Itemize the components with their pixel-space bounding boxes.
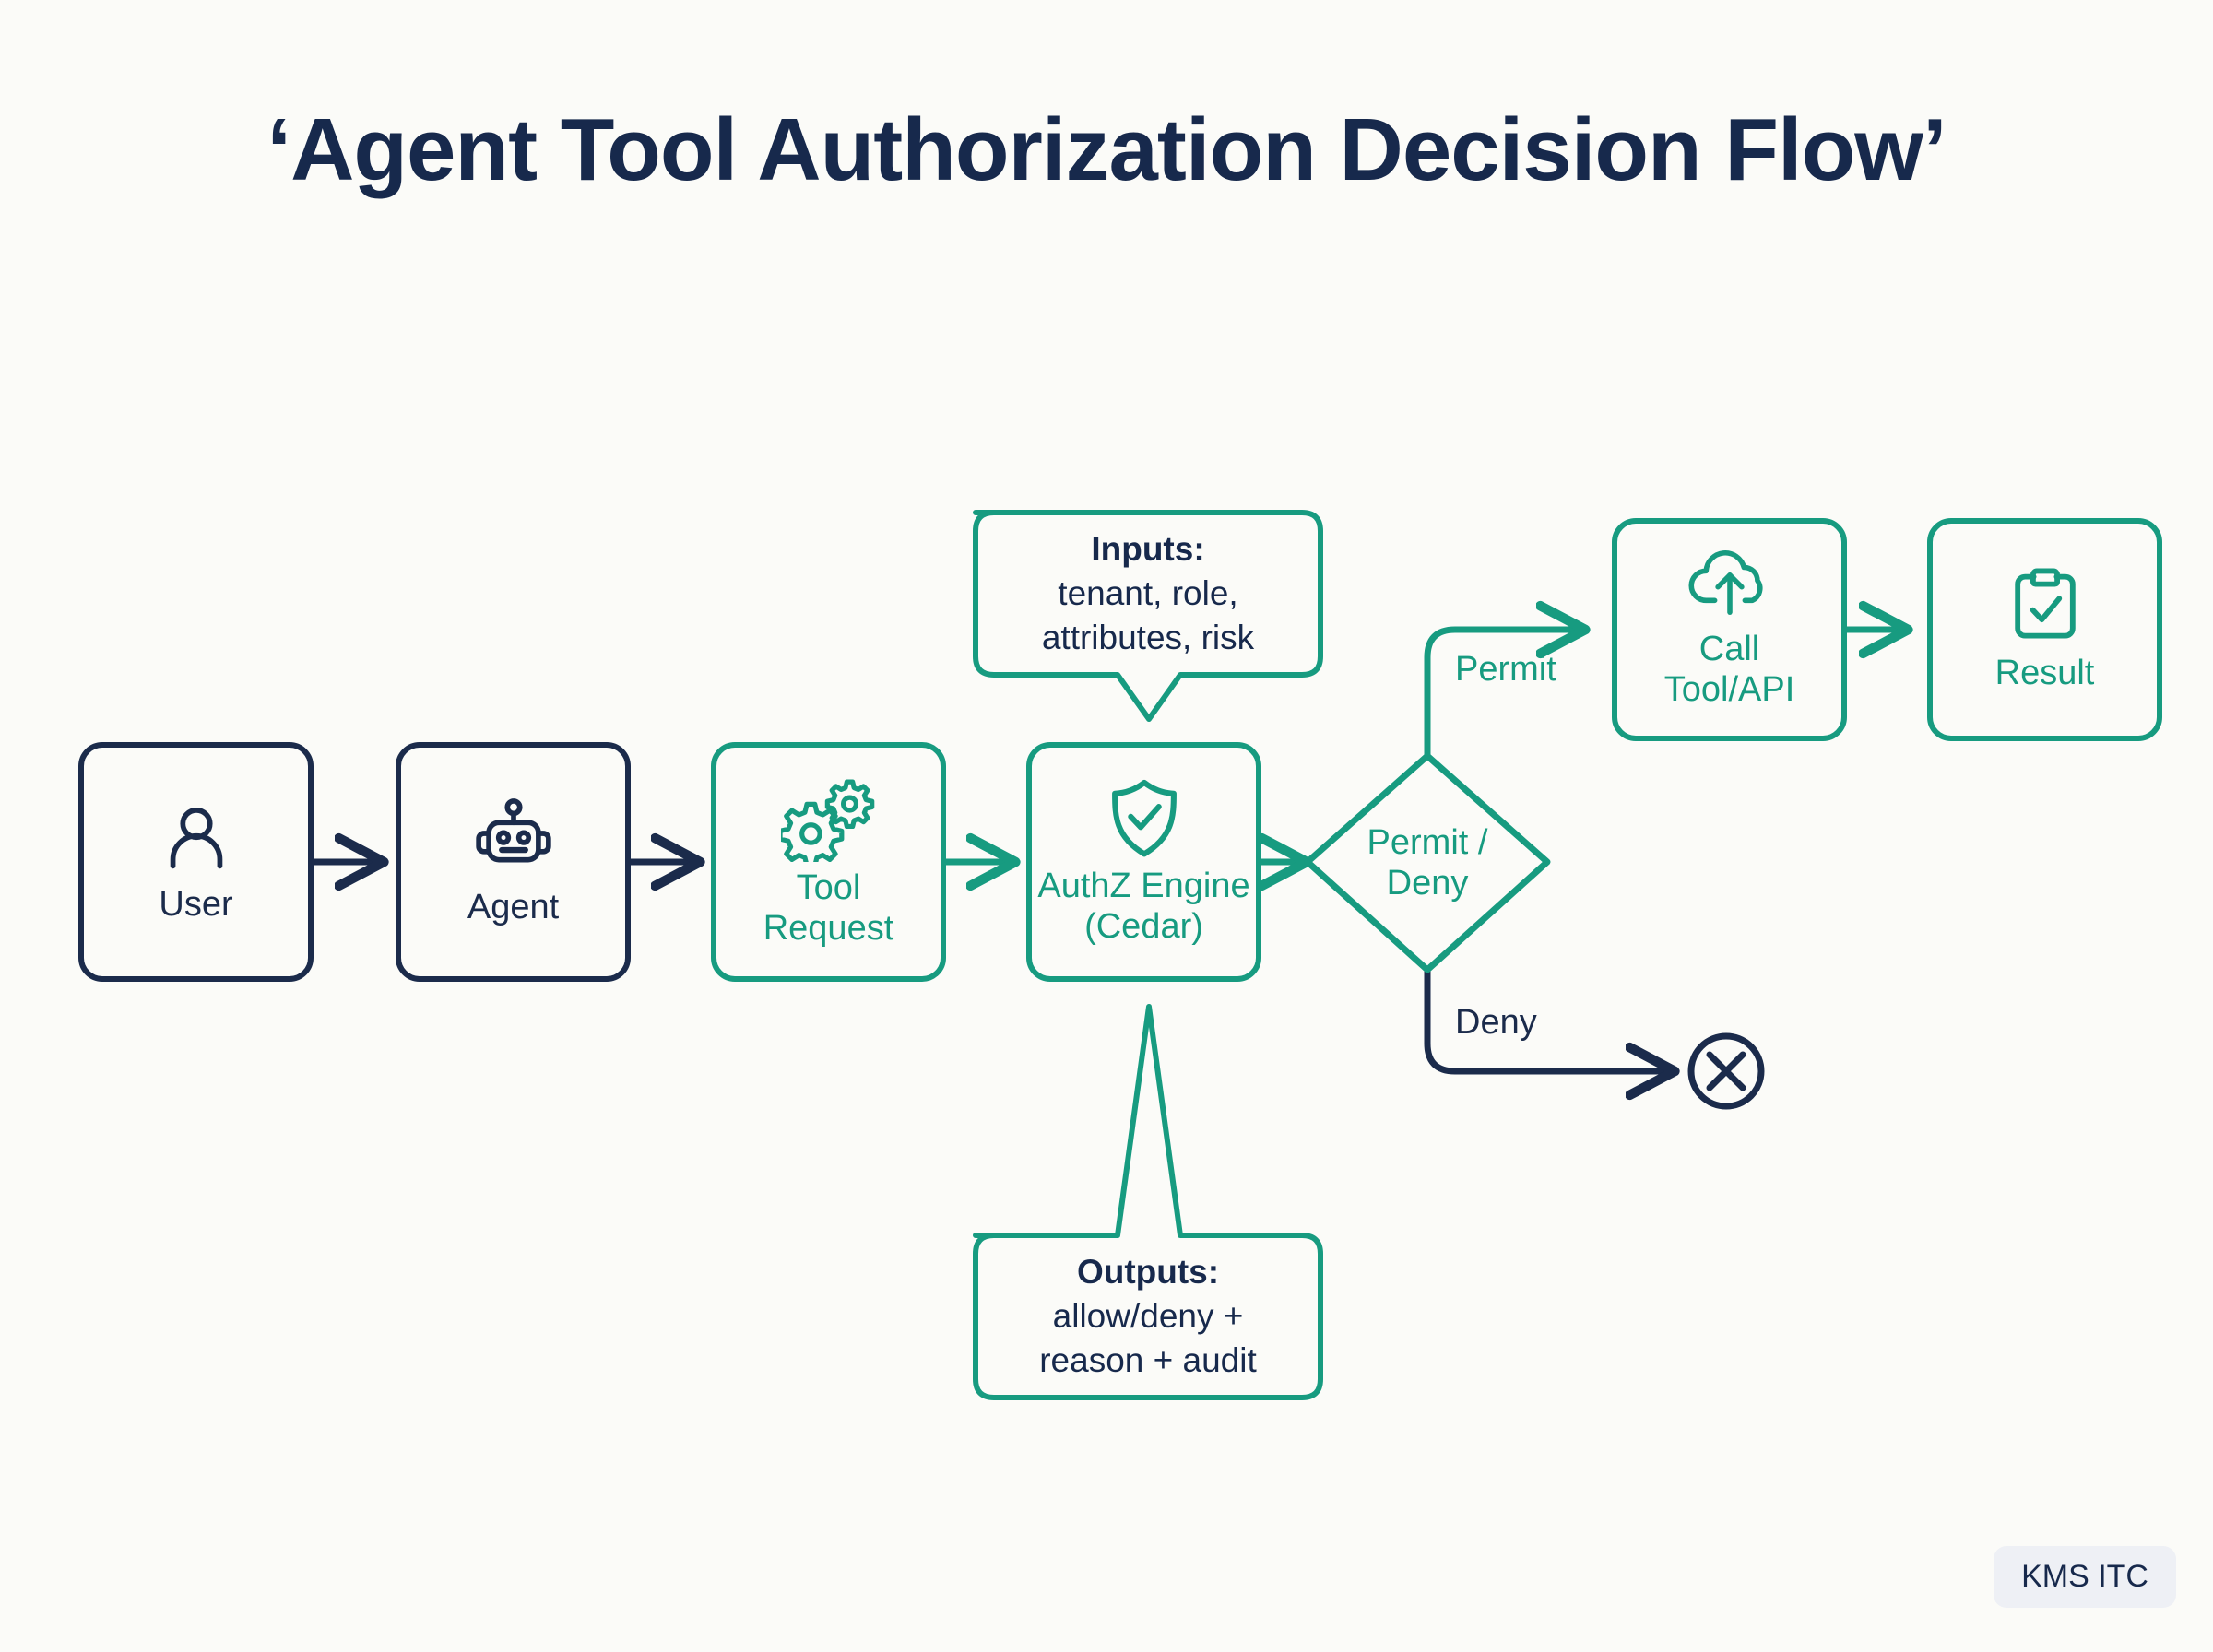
node-call-tool-api-label: Call Tool/API [1663, 629, 1795, 709]
node-result-label: Result [1994, 653, 2095, 692]
node-decision-permit-deny[interactable]: Permit / Deny [1308, 756, 1547, 970]
node-agent[interactable]: Agent [396, 742, 631, 982]
watermark-badge: KMS ITC [1994, 1546, 2176, 1608]
edge-permit-branch [1424, 630, 1584, 760]
callout-outputs-line2: reason + audit [1039, 1341, 1257, 1380]
shield-check-icon [1105, 777, 1184, 860]
callout-inputs: Inputs: tenant, role, attributes, risk [976, 513, 1320, 675]
node-call-tool-api[interactable]: Call Tool/API [1612, 518, 1847, 741]
node-authz-engine-label: AuthZ Engine (Cedar) [1037, 866, 1250, 946]
cloud-upload-icon [1684, 549, 1776, 623]
gears-icon [776, 775, 877, 868]
robot-icon [471, 796, 556, 881]
node-agent-label: Agent [467, 887, 560, 926]
node-user[interactable]: User [78, 742, 314, 982]
edge-label-deny: Deny [1455, 1003, 1537, 1042]
node-tool-request[interactable]: Tool Request [711, 742, 946, 982]
callout-inputs-line1: tenant, role, [1058, 573, 1238, 612]
node-user-label: User [159, 884, 233, 924]
callout-inputs-title: Inputs: [1091, 529, 1205, 568]
page-title: ‘Agent Tool Authorization Decision Flow’ [266, 100, 1947, 199]
clipboard-check-icon [2008, 566, 2082, 647]
node-decision-label: Permit / Deny [1367, 822, 1488, 903]
callout-inputs-line2: attributes, risk [1041, 619, 1255, 657]
node-result[interactable]: Result [1927, 518, 2162, 741]
edge-label-permit: Permit [1455, 650, 1556, 689]
circle-x-icon [1687, 1032, 1765, 1110]
node-tool-request-label: Tool Request [763, 867, 894, 948]
callout-outputs: Outputs: allow/deny + reason + audit [976, 1235, 1320, 1398]
person-icon [157, 799, 236, 879]
callout-outputs-title: Outputs: [1076, 1252, 1220, 1291]
node-authz-engine[interactable]: AuthZ Engine (Cedar) [1026, 742, 1261, 982]
callout-outputs-line1: allow/deny + [1052, 1296, 1244, 1335]
